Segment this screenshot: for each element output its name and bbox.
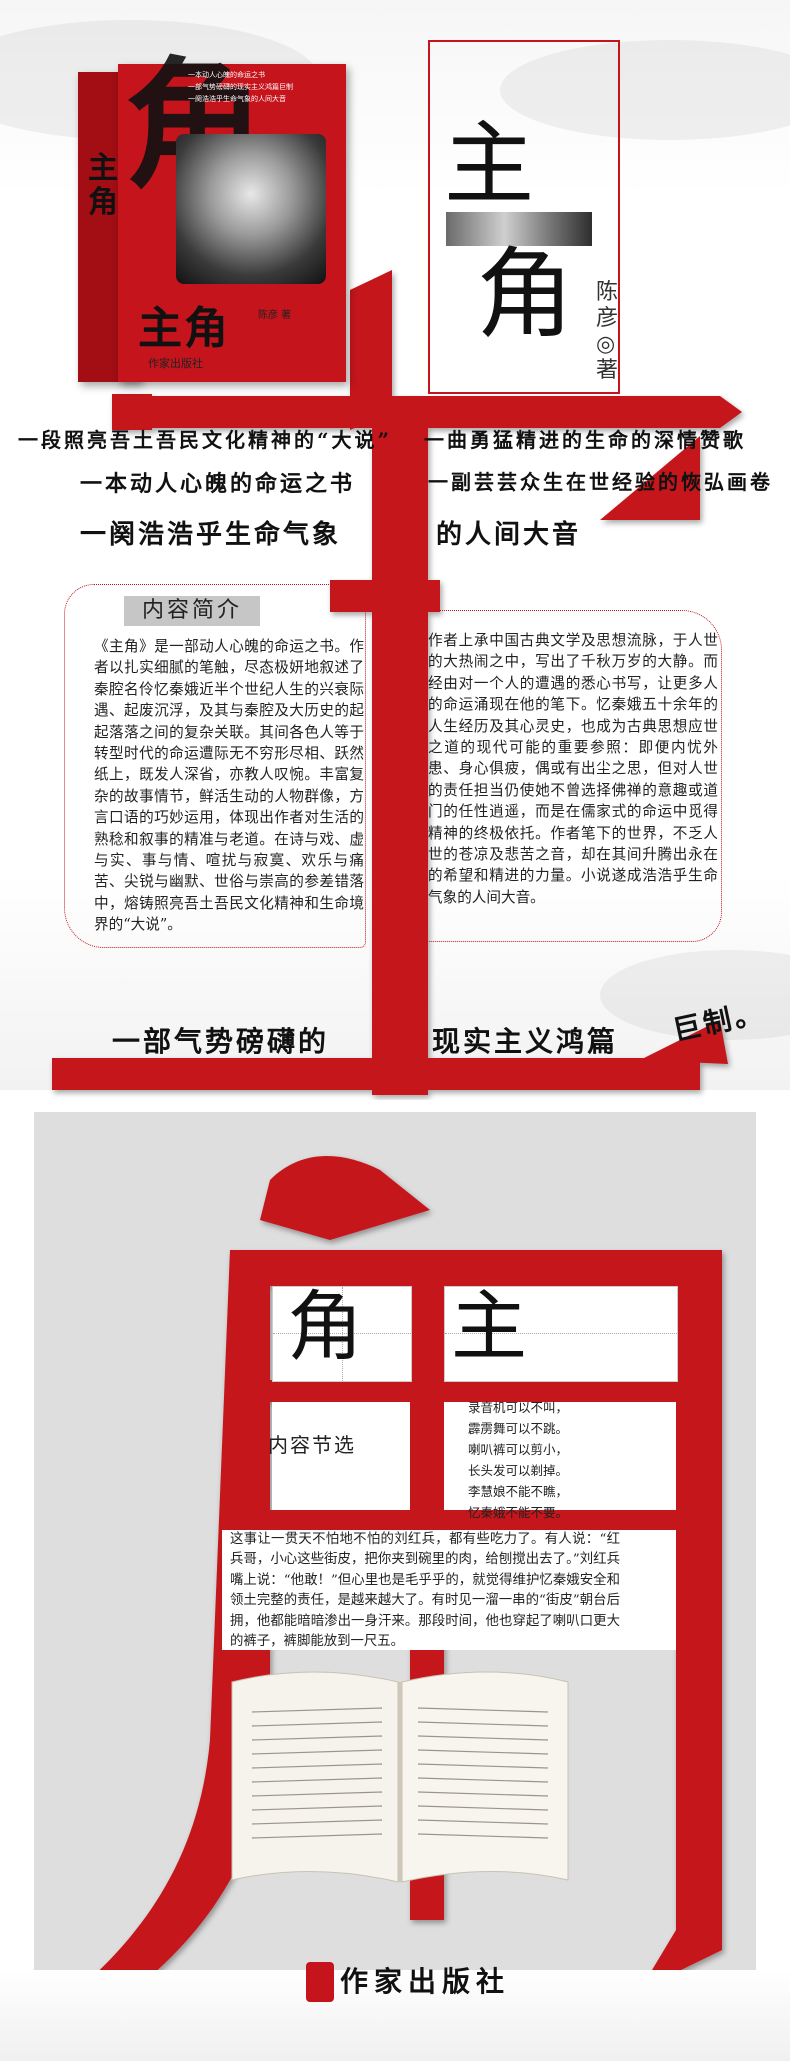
cover-line-1: 一本动人心魄的命运之书 [188,71,265,79]
footer-publisher: 作家出版社 [340,1965,511,1998]
grid-char-jiao: 角 [287,1282,363,1371]
excerpt-heading-box [272,1402,410,1510]
slogan-4: 一副芸芸众生在世经验的恢弘画卷 [428,470,773,494]
title-frame [428,40,620,394]
cover-title: 主角 [138,303,230,354]
excerpt-heading: 内容节选 [268,1433,356,1457]
poem-line: 李慧娘不能不瞧， [468,1484,569,1499]
poem-line: 忆秦娥不能不要。 [468,1505,569,1520]
slogan-2: 一曲勇猛精进的生命的深情赞歌 [424,428,746,452]
grid-cell-right: 主 [444,1286,678,1382]
grid-char-zhu: 主 [451,1282,527,1371]
title-photo-strip [446,212,592,246]
intro-text-right: 作者上承中国古典文学及思想流脉，于人世的大热闹之中，写出了千秋万岁的大静。而经由… [428,632,718,906]
footer-background [0,1970,790,2061]
slogan-6: 的人间大音 [436,520,582,550]
cover-line-3: 一阕浩浩乎生命气象的人间大音 [188,95,286,103]
excerpt-text: 这事让一贯天不怕地不怕的刘红兵，都有些吃力了。有人说：“红兵哥，小心这些街皮，把… [230,1532,620,1650]
slogan-3: 一本动人心魄的命运之书 [80,471,356,497]
spine-title: 主角 [88,151,120,220]
cover-publisher: 作家出版社 [148,357,203,370]
intro-dotted-border-left [64,584,366,948]
slogan-7: 一部气势磅礴的 [112,1025,330,1058]
poem-line: 喇叭裤可以剪小， [468,1442,569,1457]
open-book-image [231,1671,569,1883]
title-char-jiao: 角 [476,238,575,352]
intro-heading: 内容简介 [124,596,260,626]
poem-line: 录音机可以不叫， [468,1400,569,1415]
book-set-image: 主角 角 主角 陈彦 著 作家出版社 一本动人心魄的命运之书 一部气势磅礴的现实… [78,56,348,396]
cover-line-2: 一部气势磅礴的现实主义鸿篇巨制 [188,83,293,91]
slogan-5: 一阕浩浩乎生命气象 [80,520,342,550]
slogan-8: 现实主义鸿篇 [432,1025,619,1058]
publisher-seal-icon [306,1962,334,2002]
title-author: 陈彦◎著 [596,280,619,383]
intro-text-left: 《主角》是一部动人心魄的命运之书。作者以扎实细腻的笔触，尽态极妍地叙述了秦腔名伶… [94,638,364,934]
opera-portrait [176,134,326,284]
book-cover: 角 主角 陈彦 著 作家出版社 一本动人心魄的命运之书 一部气势磅礴的现实主义鸿… [118,56,346,382]
title-char-zhu: 主 [444,112,534,217]
poem-box [444,1402,676,1510]
poem-line: 长头发可以剃掉。 [468,1463,569,1478]
slogan-1: 一段照亮吾土吾民文化精神的“大说” [18,428,393,452]
excerpt-text-box [222,1530,676,1650]
intro-dotted-border-right [420,610,722,942]
poem: 录音机可以不叫， 霹雳舞可以不跳。 喇叭裤可以剪小， 长头发可以剃掉。 李慧娘不… [468,1397,598,1502]
grid-cell-left: 角 [272,1286,412,1382]
cover-author: 陈彦 著 [258,310,292,321]
poem-line: 霹雳舞可以不跳。 [468,1421,569,1436]
